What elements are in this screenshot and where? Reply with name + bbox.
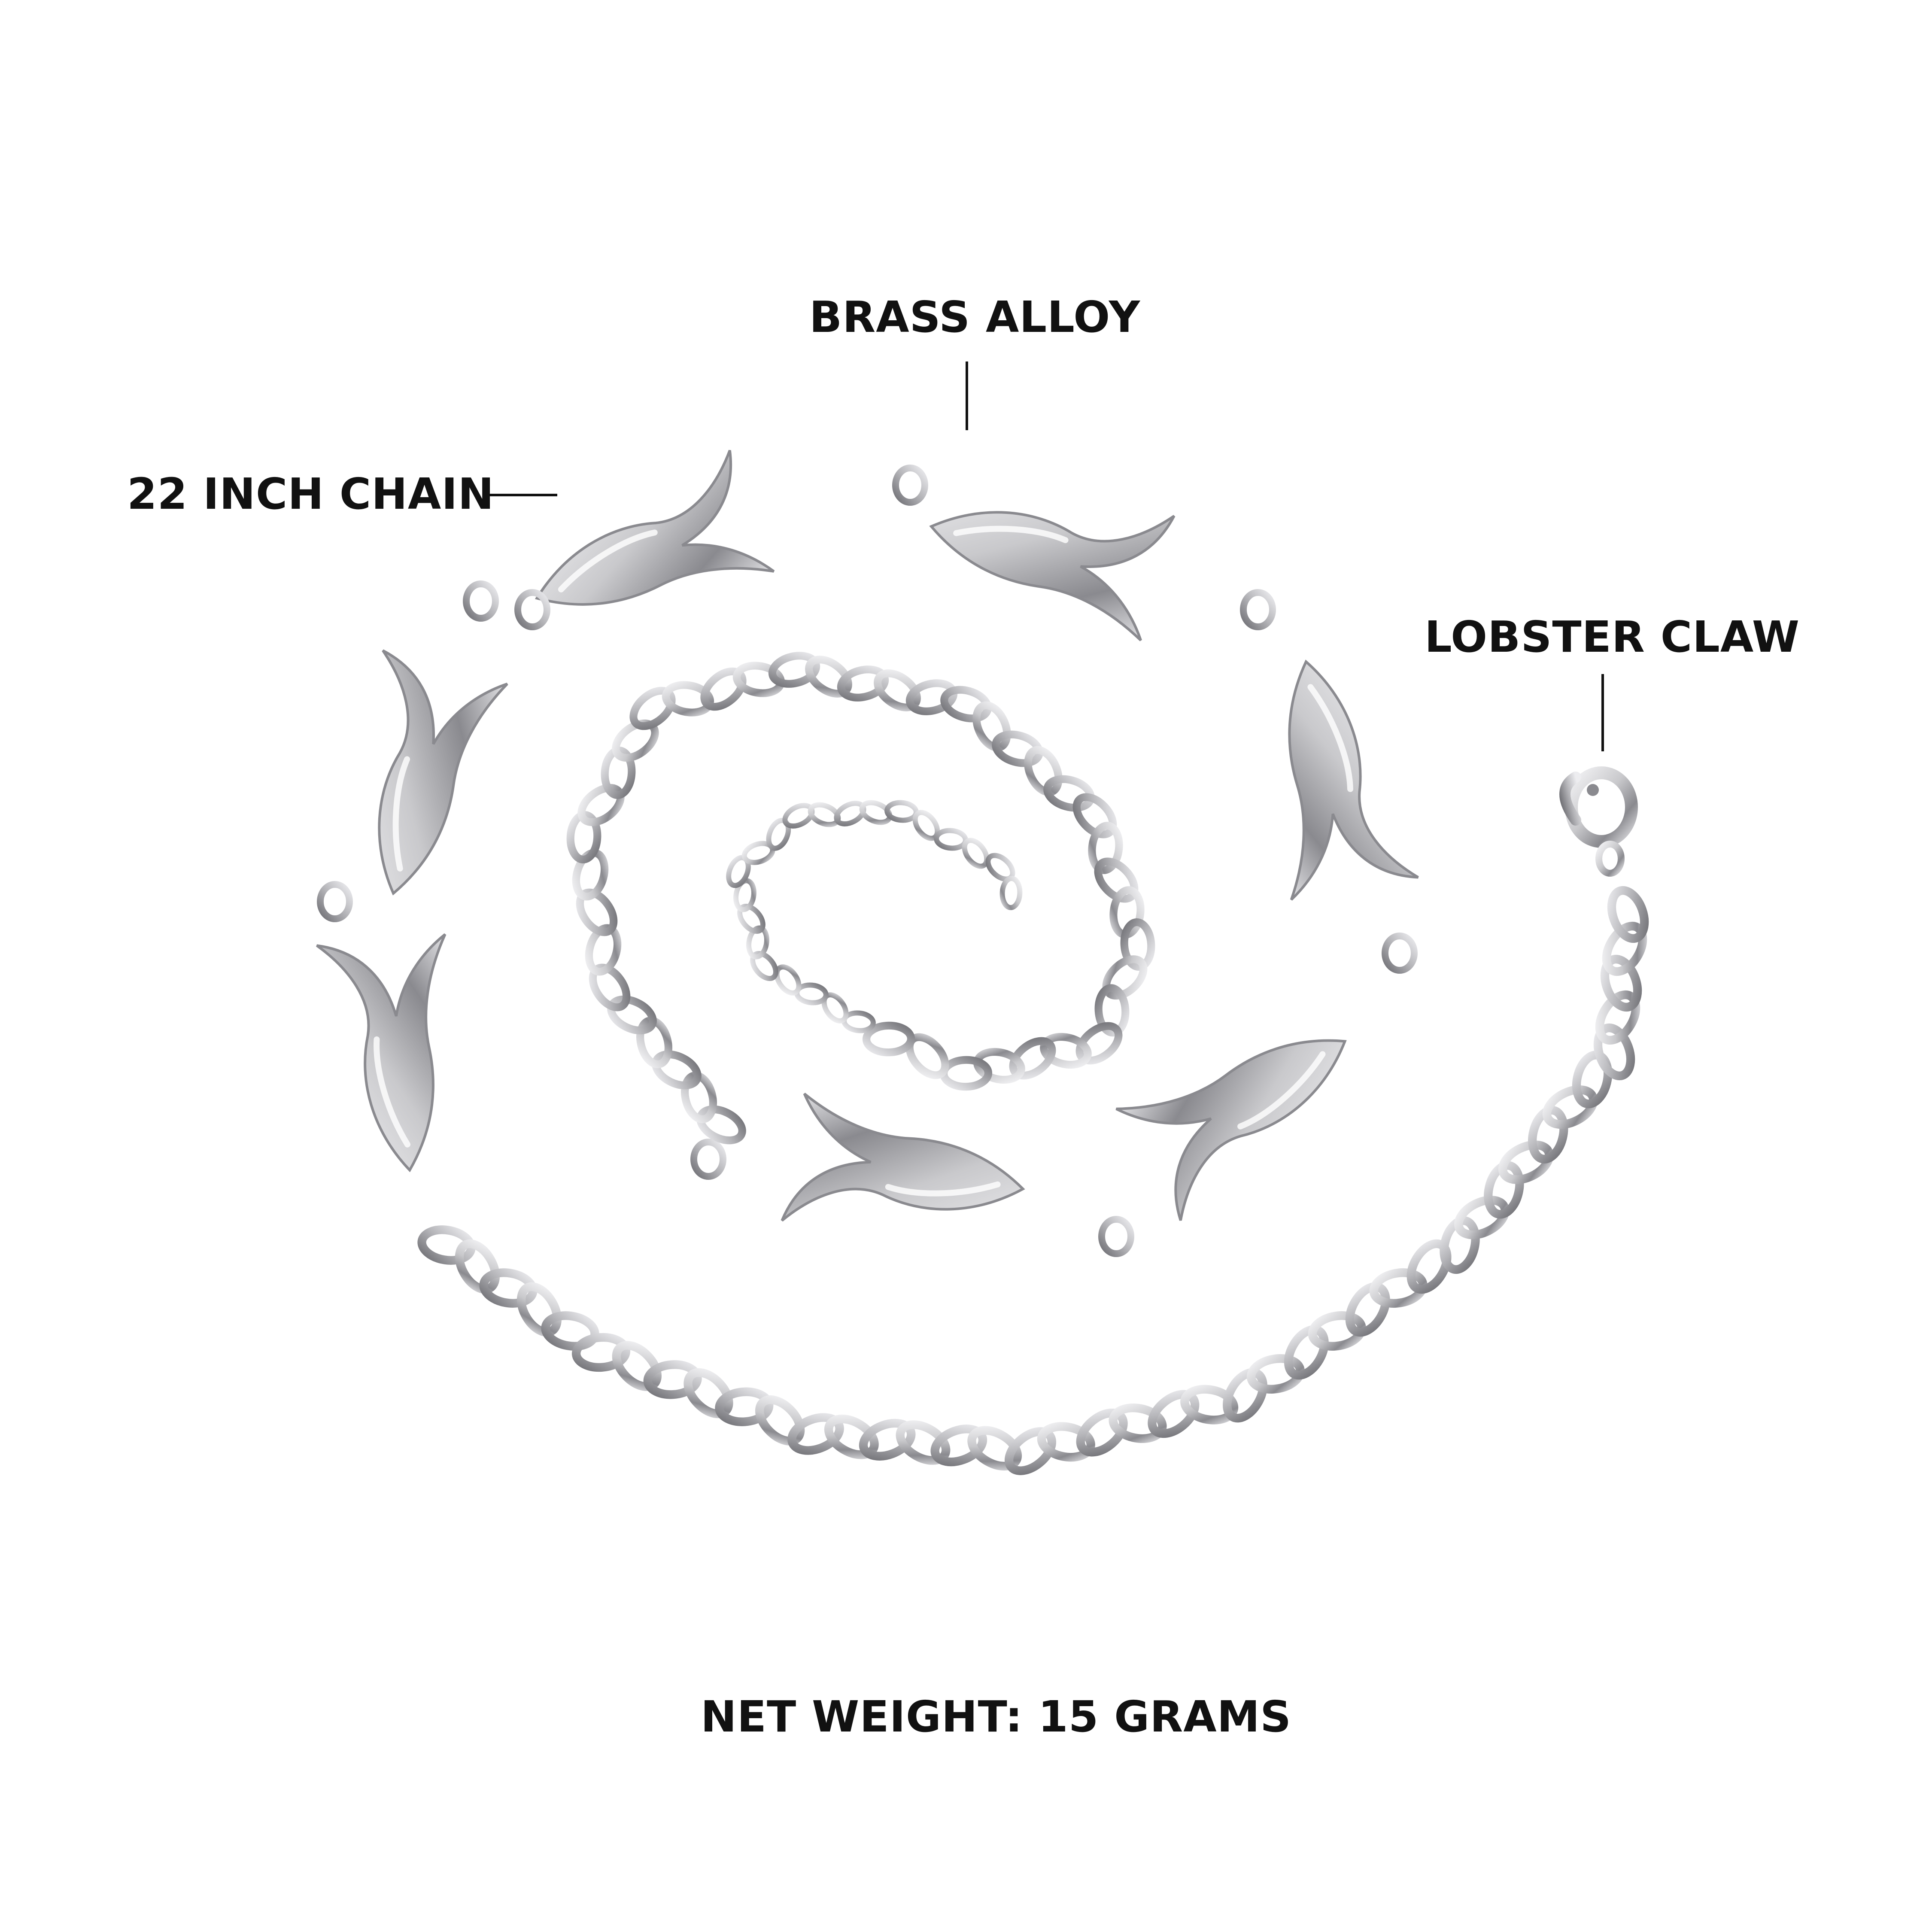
curb-link xyxy=(1009,1037,1056,1080)
curb-link xyxy=(768,652,820,688)
curb-link xyxy=(516,1282,562,1337)
curb-link xyxy=(1528,1106,1568,1163)
jump-ring xyxy=(1382,933,1418,974)
curb-link xyxy=(1223,1368,1267,1423)
curb-link xyxy=(696,1105,746,1145)
jump-ring xyxy=(690,1139,726,1180)
curb-link xyxy=(755,1395,805,1446)
length-leader-line xyxy=(484,494,557,496)
curb-link xyxy=(571,1333,631,1372)
tribal-link xyxy=(1115,1039,1347,1221)
jump-ring xyxy=(463,580,499,622)
curb-link xyxy=(774,964,802,996)
curb-link xyxy=(417,1225,476,1265)
curb-link xyxy=(1572,1051,1613,1109)
curb-link xyxy=(681,1071,717,1124)
curb-link xyxy=(455,1239,500,1294)
curb-link xyxy=(999,876,1023,910)
curb-link xyxy=(930,1425,987,1467)
curb-link xyxy=(1246,1354,1305,1394)
curb-link xyxy=(636,1016,672,1069)
curb-link xyxy=(607,995,657,1035)
tribal-link xyxy=(929,511,1176,641)
tribal-link xyxy=(781,1093,1025,1222)
curb-link xyxy=(733,878,756,912)
curb-link xyxy=(479,1268,538,1308)
weight-callout: NET WEIGHT: 15 GRAMS xyxy=(701,1692,1292,1742)
curb-link xyxy=(824,1414,879,1459)
curb-link xyxy=(1593,1023,1635,1081)
curb-link xyxy=(1004,1427,1057,1475)
curb-link xyxy=(1345,1282,1390,1337)
curb-link xyxy=(967,1426,1022,1471)
curb-link xyxy=(1600,954,1642,1012)
curb-link xyxy=(787,1413,844,1455)
curb-link xyxy=(643,1360,702,1399)
curb-link xyxy=(1284,1325,1329,1380)
curb-link xyxy=(652,1050,702,1090)
curb-link xyxy=(934,828,968,851)
jump-ring xyxy=(317,881,353,922)
curb-link xyxy=(972,701,1011,752)
curb-link xyxy=(1102,955,1148,1000)
curb-chain-section xyxy=(417,652,1649,1475)
jump-ring xyxy=(1098,1216,1134,1257)
jump-ring xyxy=(892,465,928,506)
curb-link xyxy=(1498,1140,1554,1184)
curb-link xyxy=(715,1387,774,1426)
tribal-link xyxy=(316,933,447,1173)
clasp-leader-line xyxy=(1601,674,1604,751)
curb-link xyxy=(1037,1422,1095,1462)
curb-link xyxy=(1602,921,1647,976)
curb-link xyxy=(992,730,1043,767)
jump-ring xyxy=(514,589,550,630)
clasp-callout: LOBSTER CLAW xyxy=(1425,612,1800,662)
lobster-claw-clasp xyxy=(1559,766,1638,877)
material-leader-line xyxy=(966,361,968,430)
curb-link xyxy=(859,1419,916,1461)
curb-link xyxy=(1454,1196,1510,1239)
curb-link xyxy=(1542,1085,1598,1129)
curb-link xyxy=(1088,822,1123,874)
curb-link xyxy=(1180,1385,1239,1425)
tribal-link xyxy=(378,649,508,896)
curb-link xyxy=(1024,746,1063,796)
curb-link xyxy=(1148,1390,1200,1438)
tribal-link-section xyxy=(316,450,1419,1257)
curb-link xyxy=(1094,857,1139,903)
curb-link xyxy=(1109,1403,1167,1443)
material-callout: BRASS ALLOY xyxy=(809,292,1141,342)
tribal-link xyxy=(535,450,775,606)
curb-link xyxy=(1120,918,1155,971)
curb-link xyxy=(1607,886,1649,943)
curb-link xyxy=(612,1341,662,1391)
curb-link xyxy=(874,669,921,711)
curb-link xyxy=(1075,1022,1123,1065)
curb-link xyxy=(1369,1268,1428,1308)
curb-link xyxy=(1072,793,1117,838)
curb-link xyxy=(1308,1311,1366,1351)
curb-link xyxy=(577,784,625,826)
curb-link xyxy=(896,1420,951,1465)
curb-link xyxy=(683,1368,733,1419)
curb-link xyxy=(837,665,889,702)
jump-ring xyxy=(1240,589,1276,630)
curb-link xyxy=(962,838,990,869)
curb-link xyxy=(1040,1033,1092,1069)
tribal-link xyxy=(1288,659,1419,901)
curb-link xyxy=(805,656,852,698)
curb-link xyxy=(940,686,992,723)
curb-link xyxy=(1595,990,1640,1045)
length-callout: 22 INCH CHAIN xyxy=(127,469,495,519)
curb-link xyxy=(1076,1408,1128,1457)
curb-link xyxy=(862,1021,915,1057)
curb-link xyxy=(1484,1161,1524,1219)
curb-link xyxy=(1440,1216,1480,1274)
curb-link xyxy=(1094,984,1130,1037)
